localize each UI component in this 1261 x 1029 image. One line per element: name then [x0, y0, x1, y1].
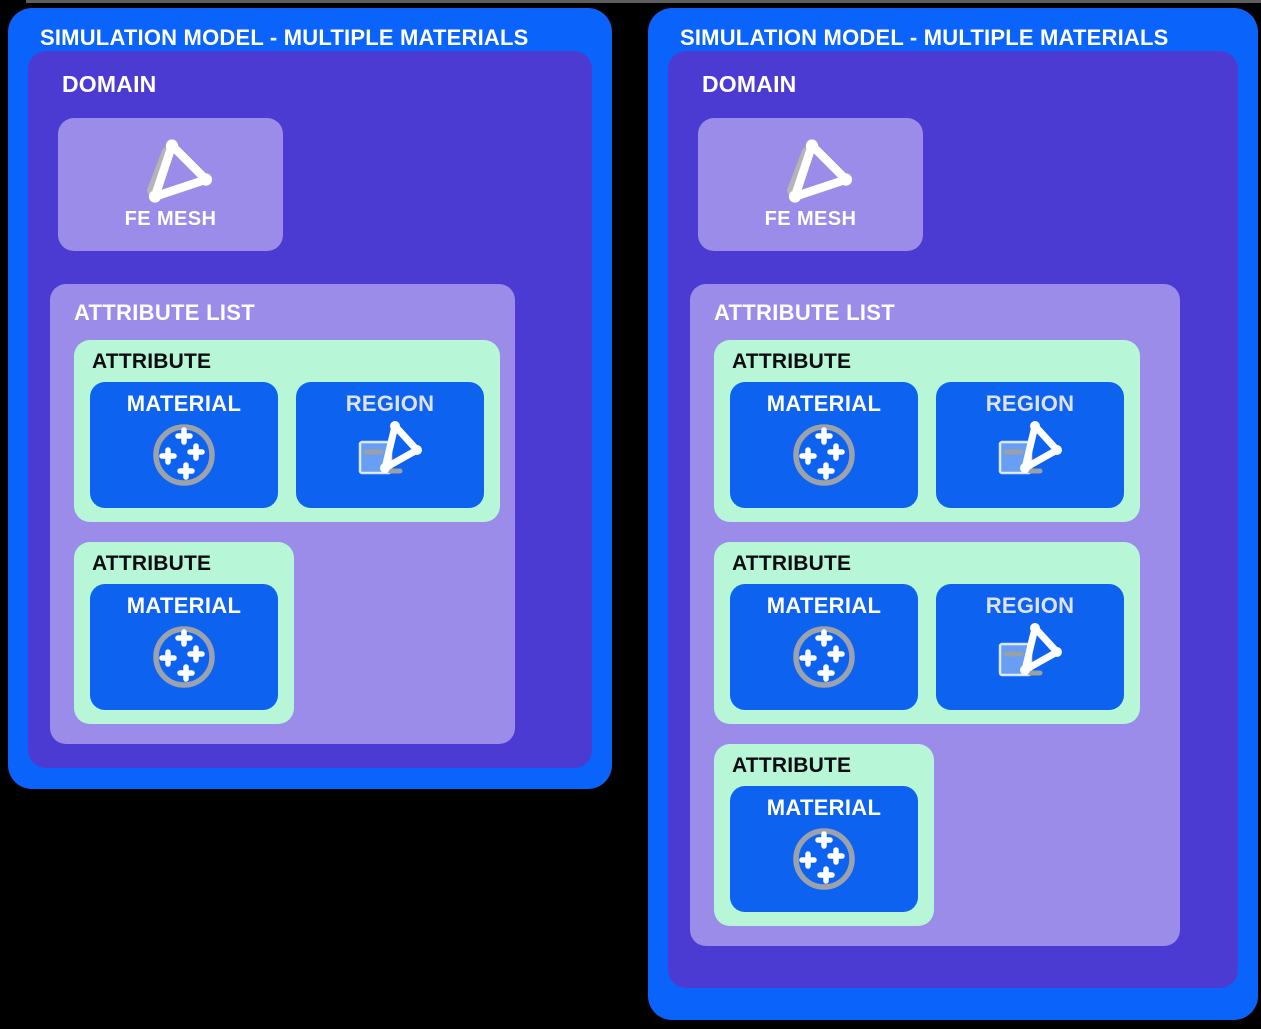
attribute-group: ATTRIBUTE MATERIAL [74, 542, 294, 724]
material-card: MATERIAL [730, 382, 918, 508]
simulation-model-panel-left: SIMULATION MODEL - MULTIPLE MATERIALS DO… [8, 8, 612, 789]
region-mesh-selection-icon [996, 419, 1064, 487]
material-label: MATERIAL [766, 391, 882, 416]
region-card: REGION [936, 382, 1124, 508]
attribute-group: ATTRIBUTE MATERIAL REGION [74, 340, 500, 522]
material-card: MATERIAL [730, 584, 918, 710]
attribute-group: ATTRIBUTE MATERIAL REGION [714, 542, 1140, 724]
material-card: MATERIAL [730, 786, 918, 912]
region-card: REGION [936, 584, 1124, 710]
region-label: REGION [985, 593, 1075, 618]
fe-mesh-card: FE MESH [58, 118, 283, 251]
panel-title: SIMULATION MODEL - MULTIPLE MATERIALS [40, 25, 529, 50]
material-card: MATERIAL [90, 584, 278, 710]
domain-box: DOMAIN FE MESH ATTRIBUTE LIST ATTRIBUTE … [668, 51, 1238, 988]
material-particles-icon [148, 621, 220, 693]
panel-title: SIMULATION MODEL - MULTIPLE MATERIALS [680, 25, 1169, 50]
fe-mesh-label: FE MESH [764, 208, 857, 230]
attribute-group: ATTRIBUTE MATERIAL [714, 744, 934, 926]
material-label: MATERIAL [766, 593, 882, 618]
fe-mesh-triangle-icon [768, 138, 854, 206]
attribute-label: ATTRIBUTE [732, 350, 852, 373]
fe-mesh-triangle-icon [128, 138, 214, 206]
simulation-model-panel-right: SIMULATION MODEL - MULTIPLE MATERIALS DO… [648, 8, 1258, 1020]
region-mesh-selection-icon [356, 419, 424, 487]
material-particles-icon [788, 621, 860, 693]
attribute-list: ATTRIBUTE LIST ATTRIBUTE MATERIAL REGION… [690, 284, 1180, 946]
material-particles-icon [788, 419, 860, 491]
attribute-list-label: ATTRIBUTE LIST [714, 300, 895, 325]
material-particles-icon [148, 419, 220, 491]
domain-label: DOMAIN [702, 71, 797, 97]
fe-mesh-card: FE MESH [698, 118, 923, 251]
window-top-edge [26, 0, 1261, 3]
attribute-list: ATTRIBUTE LIST ATTRIBUTE MATERIAL REGION… [50, 284, 515, 744]
fe-mesh-label: FE MESH [124, 208, 217, 230]
material-particles-icon [788, 823, 860, 895]
material-card: MATERIAL [90, 382, 278, 508]
material-label: MATERIAL [126, 391, 242, 416]
attribute-label: ATTRIBUTE [732, 552, 852, 575]
attribute-label: ATTRIBUTE [732, 754, 852, 777]
material-label: MATERIAL [126, 593, 242, 618]
attribute-label: ATTRIBUTE [92, 350, 212, 373]
domain-label: DOMAIN [62, 71, 157, 97]
region-card: REGION [296, 382, 484, 508]
attribute-group: ATTRIBUTE MATERIAL REGION [714, 340, 1140, 522]
region-mesh-selection-icon [996, 621, 1064, 689]
region-label: REGION [345, 391, 435, 416]
domain-box: DOMAIN FE MESH ATTRIBUTE LIST ATTRIBUTE … [28, 51, 592, 768]
attribute-label: ATTRIBUTE [92, 552, 212, 575]
attribute-list-label: ATTRIBUTE LIST [74, 300, 255, 325]
region-label: REGION [985, 391, 1075, 416]
material-label: MATERIAL [766, 795, 882, 820]
